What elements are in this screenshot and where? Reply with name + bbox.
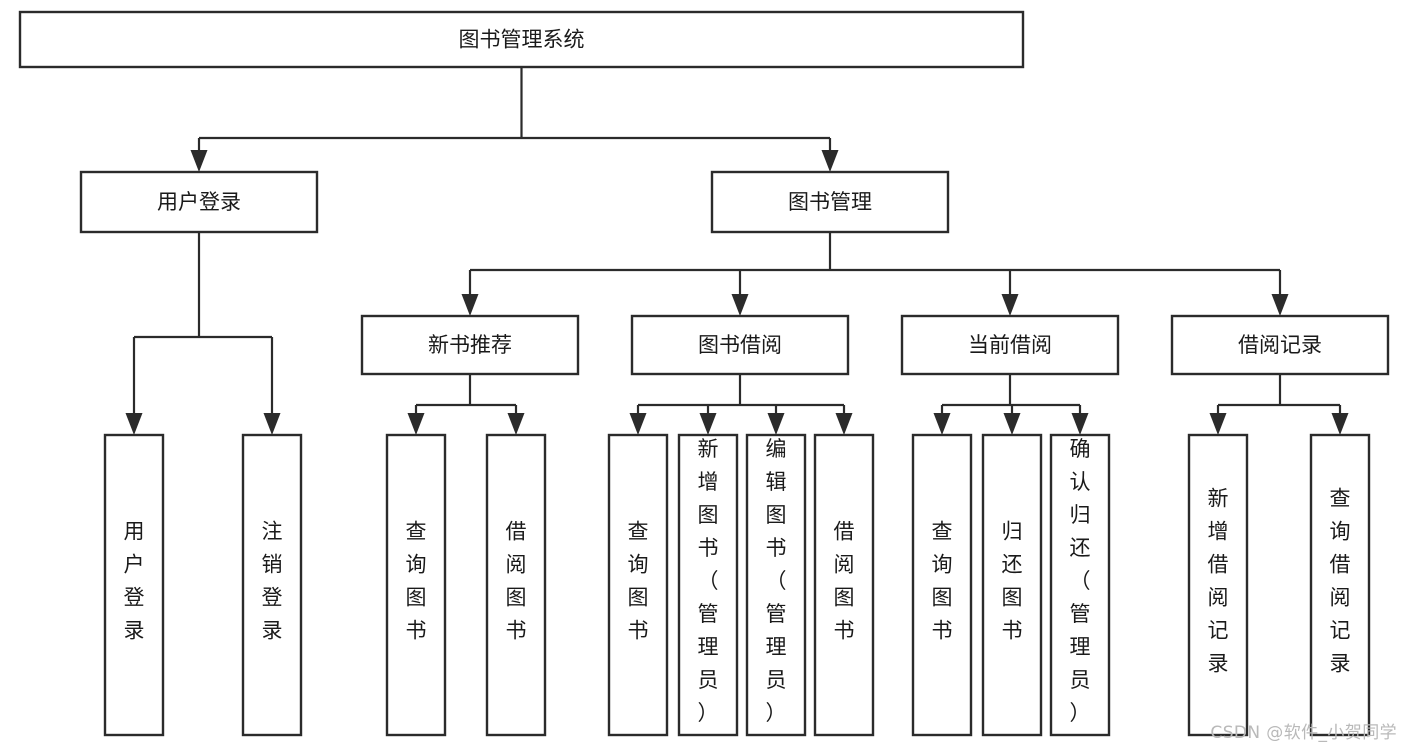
node-label: 归还图书	[1002, 520, 1023, 643]
node-label: 图书管理系统	[459, 28, 585, 52]
node-label: 查询图书	[932, 520, 953, 643]
node-label: 查询图书	[406, 520, 427, 643]
node-label: 借阅图书	[834, 520, 855, 643]
node-box	[630, 314, 850, 376]
node-book-management[interactable]: 图书管理	[710, 170, 950, 234]
arrow-head-icon	[1209, 413, 1227, 435]
node-box	[385, 433, 447, 737]
node-box	[18, 10, 1025, 69]
node-label: 确认归还（管理员）	[1070, 437, 1091, 725]
node-user-login-action[interactable]: 用户登录	[103, 433, 165, 737]
arrow-head-icon	[821, 150, 839, 172]
node-box	[900, 314, 1120, 376]
node-label: 图书管理	[788, 190, 872, 214]
arrow-head-icon	[767, 413, 785, 435]
node-box	[1187, 433, 1249, 737]
node-box	[79, 170, 319, 234]
connector-layer	[125, 67, 1349, 435]
node-recommend-query-book[interactable]: 查询图书	[385, 433, 447, 737]
arrow-head-icon	[125, 413, 143, 435]
arrow-head-icon	[1071, 413, 1089, 435]
arrow-head-icon	[507, 413, 525, 435]
node-borrow-query-book[interactable]: 查询图书	[607, 433, 669, 737]
arrow-head-icon	[190, 150, 208, 172]
node-current-query-book[interactable]: 查询图书	[911, 433, 973, 737]
node-label: 查询借阅记录	[1330, 487, 1351, 676]
arrow-head-icon	[835, 413, 853, 435]
node-box	[745, 433, 807, 737]
node-label: 用户登录	[157, 190, 241, 214]
node-box	[911, 433, 973, 737]
node-box	[813, 433, 875, 737]
arrow-head-icon	[461, 294, 479, 316]
arrow-head-icon	[1003, 413, 1021, 435]
node-new-book-recommend[interactable]: 新书推荐	[360, 314, 580, 376]
node-box	[485, 433, 547, 737]
arrow-head-icon	[699, 413, 717, 435]
node-box	[103, 433, 165, 737]
arrow-head-icon	[1331, 413, 1349, 435]
node-box	[981, 433, 1043, 737]
node-box	[1170, 314, 1390, 376]
node-box	[360, 314, 580, 376]
node-current-confirm-return[interactable]: 确认归还（管理员）	[1049, 433, 1111, 737]
node-label: 当前借阅	[968, 333, 1052, 357]
node-root[interactable]: 图书管理系统	[18, 10, 1025, 69]
node-box	[1309, 433, 1371, 737]
node-borrow-records[interactable]: 借阅记录	[1170, 314, 1390, 376]
node-current-return-book[interactable]: 归还图书	[981, 433, 1043, 737]
node-borrow-add-book[interactable]: 新增图书（管理员）	[677, 433, 739, 737]
node-book-borrow[interactable]: 图书借阅	[630, 314, 850, 376]
node-label: 查询图书	[628, 520, 649, 643]
node-borrow-borrow-book[interactable]: 借阅图书	[813, 433, 875, 737]
node-label: 注销登录	[262, 520, 283, 643]
node-records-add-record[interactable]: 新增借阅记录	[1187, 433, 1249, 737]
node-label: 新书推荐	[428, 333, 512, 357]
node-box	[677, 433, 739, 737]
node-label: 编辑图书（管理员）	[766, 437, 787, 725]
node-label: 新增图书（管理员）	[698, 437, 719, 725]
arrow-head-icon	[1271, 294, 1289, 316]
node-box	[1049, 433, 1111, 737]
arrow-head-icon	[407, 413, 425, 435]
node-box	[607, 433, 669, 737]
node-borrow-edit-book[interactable]: 编辑图书（管理员）	[745, 433, 807, 737]
node-box	[710, 170, 950, 234]
node-current-borrow[interactable]: 当前借阅	[900, 314, 1120, 376]
node-label: 借阅记录	[1238, 333, 1322, 357]
arrow-head-icon	[1001, 294, 1019, 316]
node-user-login[interactable]: 用户登录	[79, 170, 319, 234]
arrow-head-icon	[731, 294, 749, 316]
node-label: 图书借阅	[698, 333, 782, 357]
arrow-head-icon	[629, 413, 647, 435]
node-records-query-record[interactable]: 查询借阅记录	[1309, 433, 1371, 737]
node-label: 借阅图书	[506, 520, 527, 643]
node-label: 用户登录	[124, 520, 145, 643]
arrow-head-icon	[263, 413, 281, 435]
node-label: 新增借阅记录	[1208, 487, 1229, 676]
arrow-head-icon	[933, 413, 951, 435]
node-recommend-borrow-book[interactable]: 借阅图书	[485, 433, 547, 737]
node-box	[241, 433, 303, 737]
node-layer: 图书管理系统用户登录用户登录注销登录图书管理新书推荐查询图书借阅图书图书借阅查询…	[18, 10, 1390, 737]
node-user-logout-action[interactable]: 注销登录	[241, 433, 303, 737]
